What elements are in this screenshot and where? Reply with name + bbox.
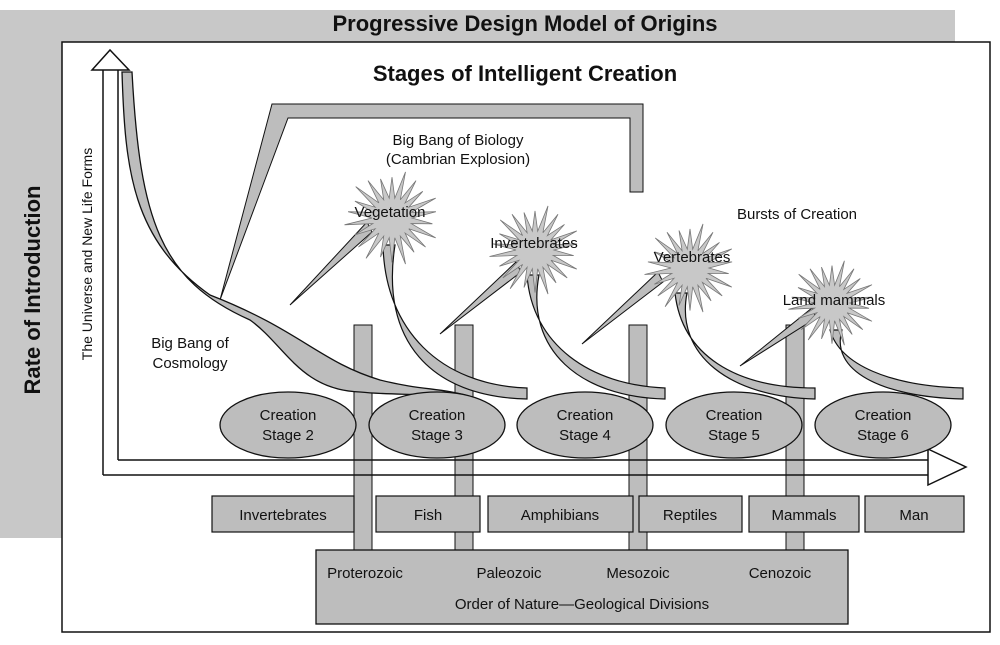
creation-stage-6-line1: Creation: [855, 407, 912, 424]
burst-ribbon-invertebrates: [526, 274, 666, 400]
creation-stage-6-line2: Stage 6: [857, 427, 909, 444]
creation-stage-3-line1: Creation: [409, 407, 466, 424]
life-form-label-man: Man: [899, 507, 928, 524]
creation-stage-6: Creation Stage 6: [814, 391, 952, 459]
creation-stage-2: Creation Stage 2: [219, 391, 357, 459]
creation-stage-4: Creation Stage 4: [516, 391, 654, 459]
big-bang-cosmology-line1: Big Bang of: [151, 335, 229, 352]
creation-stage-3: Creation Stage 3: [368, 391, 506, 459]
outer-title: Progressive Design Model of Origins: [332, 11, 717, 36]
life-form-label-mammals: Mammals: [771, 507, 836, 524]
life-form-box-amphibians: Amphibians: [487, 495, 634, 533]
life-form-box-man: Man: [864, 495, 965, 533]
burst-label-invertebrates: Invertebrates: [490, 235, 578, 252]
era-cenozoic: Cenozoic: [749, 565, 812, 582]
life-form-label-invertebrates: Invertebrates: [239, 507, 327, 524]
life-form-box-fish: Fish: [375, 495, 481, 533]
burst-label-land-mammals: Land mammals: [783, 292, 886, 309]
burst-pointer-vertebrates: [581, 271, 664, 345]
vertical-arrow-head: [90, 48, 131, 71]
era-paleozoic: Paleozoic: [476, 565, 542, 582]
era-mesozoic: Mesozoic: [606, 565, 670, 582]
creation-stage-5-line2: Stage 5: [708, 427, 760, 444]
burst-ribbon-vegetation: [382, 244, 528, 400]
creation-stage-4-line1: Creation: [557, 407, 614, 424]
burst-ribbon-land-mammals: [829, 329, 964, 400]
burst-ribbon-vertebrates: [674, 292, 816, 400]
burst-star-invertebrates: [489, 205, 578, 295]
creation-stage-2-line2: Stage 2: [262, 427, 314, 444]
geological-divisions-box: Proterozoic Paleozoic Mesozoic Cenozoic …: [315, 549, 849, 625]
big-bang-biology-line2: (Cambrian Explosion): [386, 151, 530, 168]
creation-stage-4-line2: Stage 4: [559, 427, 611, 444]
biology-bracket: [219, 103, 644, 301]
life-form-label-reptiles: Reptiles: [663, 507, 717, 524]
burst-star-vegetation: [344, 171, 437, 265]
burst-label-vegetation: Vegetation: [355, 204, 426, 221]
bursts-of-creation-label: Bursts of Creation: [737, 206, 857, 223]
horizontal-arrow-head: [927, 447, 968, 487]
burst-star-vertebrates: [644, 223, 733, 313]
life-form-box-mammals: Mammals: [748, 495, 860, 533]
side-band: [0, 10, 62, 538]
burst-label-vertebrates: Vertebrates: [654, 249, 731, 266]
era-proterozoic: Proterozoic: [327, 565, 403, 582]
creation-stage-3-line2: Stage 3: [411, 427, 463, 444]
inner-title: Stages of Intelligent Creation: [373, 61, 677, 86]
outer-title-band: [0, 10, 955, 42]
side-label: Rate of Introduction: [20, 186, 45, 395]
geological-divisions-caption: Order of Nature—Geological Divisions: [455, 596, 709, 613]
big-bang-biology-line1: Big Bang of Biology: [393, 132, 524, 149]
creation-stage-5-line1: Creation: [706, 407, 763, 424]
big-bang-cosmology-line2: Cosmology: [152, 355, 228, 372]
life-form-label-amphibians: Amphibians: [521, 507, 599, 524]
creation-stage-2-line1: Creation: [260, 407, 317, 424]
creation-stage-5: Creation Stage 5: [665, 391, 803, 459]
life-form-box-invertebrates: Invertebrates: [211, 495, 355, 533]
vertical-axis-label: The Universe and New Life Forms: [79, 148, 95, 360]
burst-star-land-mammals: [788, 260, 873, 346]
life-form-box-reptiles: Reptiles: [638, 495, 743, 533]
era-pillar-1: [353, 324, 373, 551]
life-form-label-fish: Fish: [414, 507, 442, 524]
